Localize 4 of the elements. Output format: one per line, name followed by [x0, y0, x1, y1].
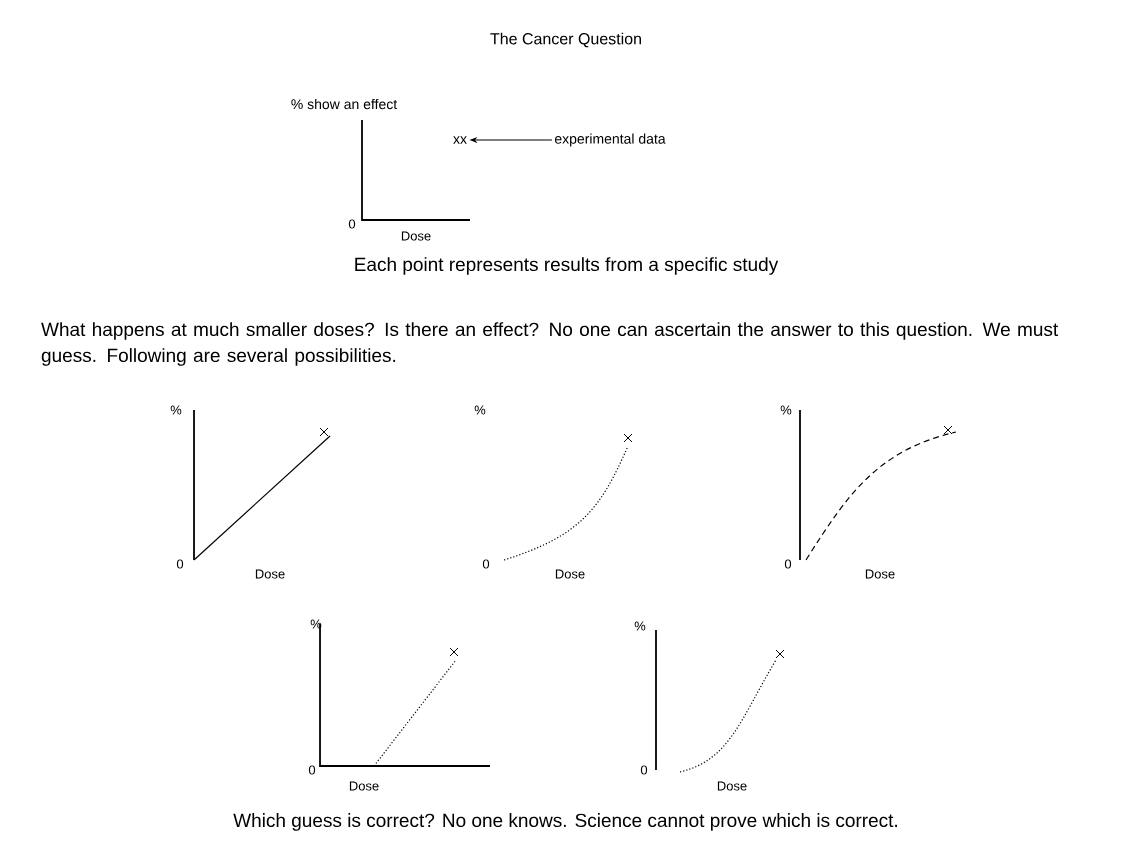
caption: Which guess is correct? No one knows. Science cannot prove which is correct. — [233, 813, 897, 831]
note-text: Each point represents results from a specific study — [355, 257, 779, 275]
title: The Cancer Question — [490, 32, 641, 48]
paragraph-text: What happens at much smaller doses? Is there an effect? No one can ascertain the answer to this question. We must guess. Following are several possibilities. — [41, 322, 1059, 366]
